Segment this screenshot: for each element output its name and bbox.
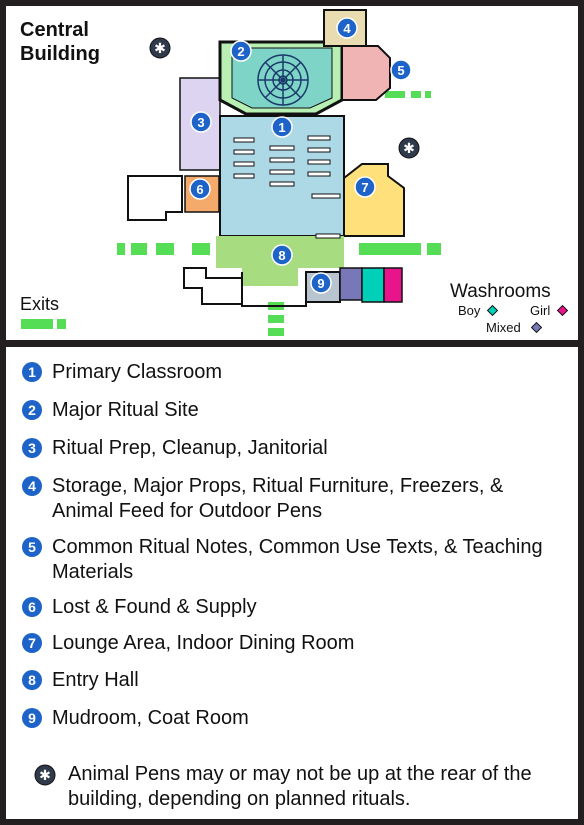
legend-text: Lost & Found & Supply [52,596,257,618]
desks [233,135,341,239]
animal-pen-marker: ✱ [398,137,420,159]
exits-legend-swatch [57,319,66,329]
legend-marker: 3 [22,438,42,458]
legend-item: 5 Common Ritual Notes, Common Use Texts,… [22,535,552,585]
map-marker-6: 6 [189,178,211,200]
svg-text:✱: ✱ [154,41,166,57]
washroom-boy-label: Boy [458,303,481,318]
map-marker-2: 2 [230,40,252,62]
legend-marker: 8 [22,670,42,690]
washroom-girl-label: Girl [530,303,551,318]
room-lounge [343,163,405,237]
exits-label: Exits [20,294,60,314]
room-notes [341,45,391,101]
exit-marker [427,243,441,255]
washroom-mixed-label: Mixed [486,320,521,335]
svg-text:✱: ✱ [403,141,415,157]
legend-text: Common Ritual Notes, Common Use Texts, &… [52,536,543,583]
exit-marker [156,243,174,255]
legend-text: Ritual Prep, Cleanup, Janitorial [52,437,328,459]
map-marker-8: 8 [271,244,293,266]
map-marker-4: 4 [336,17,358,39]
svg-text:3: 3 [197,115,204,130]
legend-text: Storage, Major Props, Ritual Furniture, … [52,475,504,522]
svg-text:7: 7 [361,180,368,195]
legend-marker: 7 [22,633,42,653]
animal-pen-star-icon: ✱ [34,764,56,786]
svg-text:✱: ✱ [39,768,51,784]
animal-pens-text: Animal Pens may or may not be up at the … [68,763,532,810]
svg-text:2: 2 [237,44,244,59]
washroom-girl [383,267,403,303]
animal-pen-marker: ✱ [149,37,171,59]
map-marker-1: 1 [271,116,293,138]
legend-marker: 4 [22,476,42,496]
girl-diamond-icon [556,304,569,317]
exit-marker [268,315,284,323]
legend-marker: 2 [22,400,42,420]
animal-pens-note: ✱ Animal Pens may or may not be up at th… [34,762,548,812]
svg-text:1: 1 [278,120,285,135]
map-marker-7: 7 [354,176,376,198]
legend-item: 2 Major Ritual Site [22,398,552,423]
legend-item: 7 Lounge Area, Indoor Dining Room [22,631,552,656]
legend-item: 8 Entry Hall [22,668,552,693]
washrooms-title: Washrooms [450,281,551,302]
legend-marker: 1 [22,362,42,382]
legend-text: Lounge Area, Indoor Dining Room [52,632,355,654]
svg-text:5: 5 [397,63,404,78]
legend-item: 1 Primary Classroom [22,360,552,385]
mixed-diamond-icon [530,321,543,334]
washroom-mixed [339,267,363,301]
exits-legend-swatch [21,319,53,329]
exit-marker [385,91,405,98]
svg-text:6: 6 [196,182,203,197]
map-marker-5: 5 [390,59,412,81]
svg-text:4: 4 [343,21,351,36]
ritual-circle-icon [257,54,309,106]
legend-text: Major Ritual Site [52,399,199,421]
floor-plan: ✱ ✱ 1 2 3 4 5 6 7 8 9 [21,9,569,336]
boy-diamond-icon [486,304,499,317]
legend-item: 4 Storage, Major Props, Ritual Furniture… [22,474,552,524]
entry-annex-outline [183,267,243,305]
map-marker-9: 9 [310,272,332,294]
map-marker-3: 3 [190,111,212,133]
exit-marker [192,243,210,255]
exit-marker [359,243,421,255]
exit-marker [425,91,431,98]
exit-marker [268,328,284,336]
legend-marker: 5 [22,537,42,557]
annex-outline [127,175,183,221]
legend-panel: 1 Primary Classroom 2 Major Ritual Site … [6,347,578,819]
legend-marker: 6 [22,597,42,617]
legend-item: 3 Ritual Prep, Cleanup, Janitorial [22,436,552,461]
svg-text:8: 8 [278,248,285,263]
legend-text: Primary Classroom [52,361,223,383]
legend-marker: 9 [22,708,42,728]
legend-text: Mudroom, Coat Room [52,707,249,729]
legend-item: 6 Lost & Found & Supply [22,595,552,620]
legend-item: 9 Mudroom, Coat Room [22,706,552,731]
exit-marker [117,243,125,255]
washroom-boy [361,267,385,303]
svg-text:9: 9 [317,276,324,291]
legend-text: Entry Hall [52,669,139,691]
exit-marker [411,91,421,98]
exit-marker [131,243,147,255]
